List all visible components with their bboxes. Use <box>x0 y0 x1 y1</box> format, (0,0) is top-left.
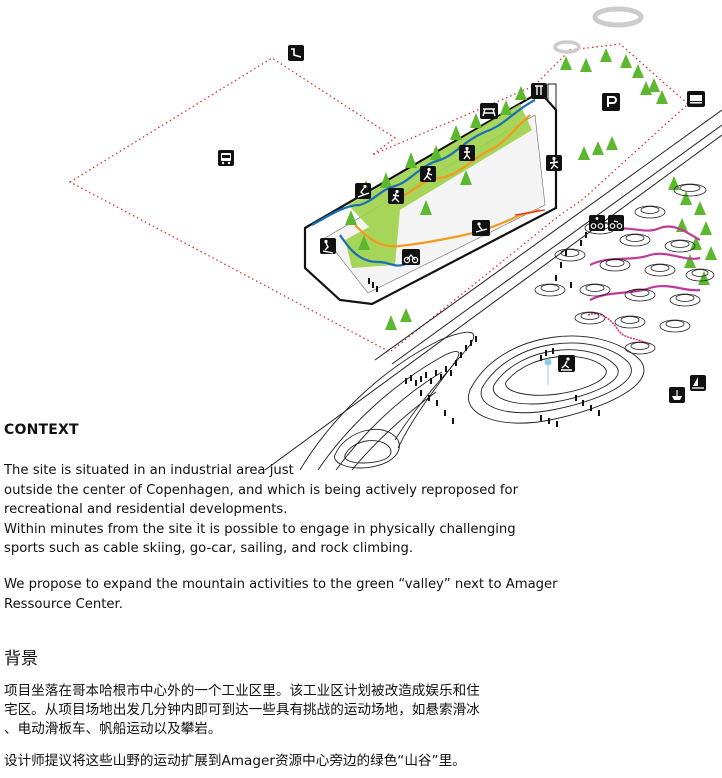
chinese-paragraph-2: 设计师提议将这些山野的运动扩展到Amager资源中心旁边的绿色“山谷”里。 <box>4 752 466 771</box>
cable-ski-icon <box>558 355 575 372</box>
climbing-icon <box>459 145 475 161</box>
ski-trail-orange <box>354 114 541 248</box>
smoke-rings <box>553 6 644 54</box>
hiking-icon <box>420 166 436 182</box>
zipline-icon <box>531 83 547 99</box>
ski-lift-icon <box>288 45 304 61</box>
context-line: Ressource Center. <box>4 596 123 612</box>
context-line: outside the center of Copenhagen, and wh… <box>4 482 519 498</box>
chinese-line: 设计师提议将这些山野的运动扩展到Amager资源中心旁边的绿色“山谷”里。 <box>4 753 466 769</box>
downhill-ski-icon <box>320 238 336 254</box>
chinese-heading: 背景 <box>4 649 38 669</box>
bus-icon <box>218 150 234 166</box>
context-paragraph-2: We propose to expand the mountain activi… <box>4 575 558 614</box>
cycling-icon <box>402 249 420 265</box>
running-icon <box>388 188 404 204</box>
context-line: The site is situated in an industrial ar… <box>4 463 294 478</box>
context-line: sports such as cable skiing, go-car, sai… <box>4 541 414 556</box>
picnic-icon <box>480 103 498 119</box>
boat-icon <box>669 387 685 403</box>
chinese-paragraph-1: 项目坐落在哥本哈根市中心外的一个工业区里。该工业区计划被改造成娱乐和住 宅区。从… <box>4 682 480 739</box>
dome-hills <box>534 183 715 355</box>
people-crowds <box>368 232 600 427</box>
bike-rider-icon <box>608 215 624 231</box>
contour-lines <box>299 331 645 470</box>
skiing-icon <box>355 183 371 199</box>
site-activity-diagram <box>68 6 722 470</box>
sledding-icon <box>472 220 490 236</box>
marker <box>544 358 552 385</box>
context-heading: CONTEXT <box>4 422 79 438</box>
chinese-line: 、电动滑板车、帆船运动以及攀岩。 <box>4 721 222 737</box>
sailing-icon <box>690 375 706 391</box>
parking-icon <box>602 93 620 111</box>
cross-country-icon <box>546 155 562 171</box>
site-boundary <box>68 43 689 353</box>
mountain-bike-icon <box>589 215 605 231</box>
context-line: We propose to expand the mountain activi… <box>4 577 558 592</box>
road <box>264 109 722 470</box>
bus-stop-icon <box>687 91 705 107</box>
trail-red <box>514 209 546 216</box>
chinese-line: 宅区。从项目场地出发几分钟内即可到达一些具有挑战的运动场地，如悬索滑冰 <box>4 702 480 718</box>
ski-trail-blue <box>311 99 536 267</box>
context-paragraph-1: The site is situated in an industrial ar… <box>4 461 518 559</box>
context-line: Within minutes from the site it is possi… <box>4 521 516 537</box>
context-line: recreational and residential development… <box>4 502 288 517</box>
chinese-line: 项目坐落在哥本哈根市中心外的一个工业区里。该工业区计划被改造成娱乐和住 <box>4 683 480 699</box>
